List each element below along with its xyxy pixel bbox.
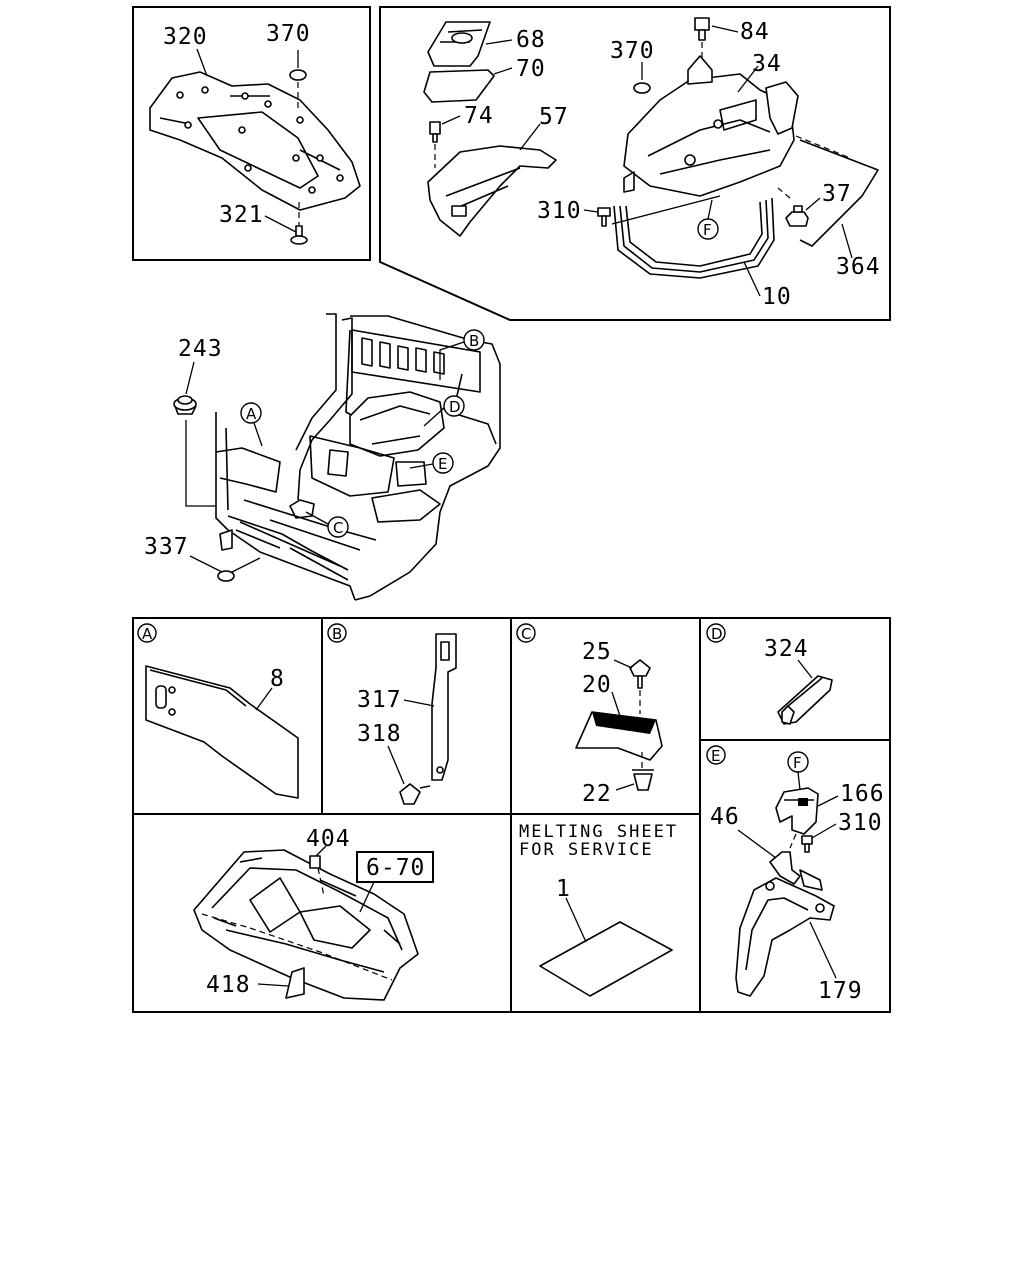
callout-25: 25 [582, 639, 612, 665]
part-1-melting-sheet [539, 921, 673, 997]
callout-46: 46 [710, 804, 740, 830]
cell-label-d: D [711, 625, 723, 643]
cell-label-circle-a [137, 623, 157, 643]
part-25-screw [629, 659, 651, 689]
boxed-ref-6-70-frame [356, 851, 434, 883]
ref-circle-e [432, 452, 454, 474]
part-310-bolt [597, 207, 611, 227]
callout-8: 8 [270, 666, 285, 692]
part-20-step-cover [575, 711, 663, 761]
callout-364: 364 [836, 254, 881, 280]
callout-34: 34 [752, 51, 782, 77]
ref-b: B [469, 332, 479, 350]
part-179-bracket [735, 877, 835, 997]
part-68-cover [427, 21, 491, 67]
part-84-bolt [694, 17, 710, 41]
callout-418: 418 [206, 972, 251, 998]
cell-label-b: B [332, 625, 342, 643]
part-22-clip [632, 769, 654, 791]
callout-166: 166 [840, 781, 885, 807]
callout-370-b: 370 [610, 38, 655, 64]
ref-circle-b [463, 329, 485, 351]
cell-label-circle-c [516, 623, 536, 643]
part-8-insulator [145, 665, 299, 799]
vehicle-floor-assembly [215, 313, 501, 601]
callout-320: 320 [163, 24, 208, 50]
ref-circle-d [443, 395, 465, 417]
note-melting-sheet: MELTING SHEET [519, 822, 678, 842]
callout-370: 370 [266, 21, 311, 47]
part-310-bolt-cell-e [801, 835, 813, 853]
part-321-bolt [290, 225, 308, 245]
callout-10: 10 [762, 284, 792, 310]
callout-243: 243 [178, 336, 223, 362]
part-320-floor-plate [149, 71, 361, 211]
callout-20: 20 [582, 672, 612, 698]
callout-22: 22 [582, 781, 612, 807]
part-74-bolt [429, 121, 441, 143]
callout-68: 68 [516, 27, 546, 53]
cell-label-e: E [711, 747, 720, 765]
part-404-fastener [309, 855, 321, 869]
callout-324: 324 [764, 636, 809, 662]
callout-321: 321 [219, 202, 264, 228]
cell-label-circle-b [327, 623, 347, 643]
part-364-rod [799, 139, 879, 247]
part-57-bracket [427, 145, 557, 237]
ref-f-cell-e: F [793, 754, 802, 772]
ref-circle-a [240, 402, 262, 424]
part-418-pad [285, 967, 305, 999]
ref-c: C [333, 519, 343, 537]
boxed-ref-6-70: 6-70 [366, 855, 425, 881]
part-370-plug-2 [633, 82, 651, 94]
callout-337: 337 [144, 534, 189, 560]
ref-f-top: F [703, 221, 712, 239]
cell-label-a: A [142, 625, 153, 643]
callout-317: 317 [357, 687, 402, 713]
callout-74: 74 [464, 103, 494, 129]
callout-1: 1 [556, 876, 571, 902]
part-370-plug [289, 69, 307, 81]
ref-e: E [438, 455, 447, 473]
part-318-clip [399, 783, 431, 805]
cell-label-c: C [521, 625, 531, 643]
callout-84: 84 [740, 19, 770, 45]
callout-57: 57 [539, 104, 569, 130]
part-317-strap [431, 633, 457, 781]
part-34-battery-tray [623, 55, 799, 197]
panel-top-right [379, 6, 891, 321]
cell-label-circle-d [706, 623, 726, 643]
note-for-service: FOR SERVICE [519, 840, 654, 860]
callout-310-b: 310 [838, 810, 883, 836]
ref-circle-c [327, 516, 349, 538]
cell-label-circle-e [706, 745, 726, 765]
part-337-plug [217, 570, 235, 582]
callout-179: 179 [818, 978, 863, 1004]
callout-70: 70 [516, 56, 546, 82]
callout-37: 37 [822, 181, 852, 207]
ref-a: A [246, 405, 257, 423]
part-243-grommet [173, 395, 197, 415]
panel-top-left [132, 6, 371, 261]
part-324-clip [777, 675, 833, 725]
ref-d: D [449, 398, 461, 416]
part-37-grommet [785, 205, 809, 227]
part-10-cable [613, 197, 775, 279]
callout-310: 310 [537, 198, 582, 224]
part-70-gasket [423, 69, 495, 103]
callout-404: 404 [306, 826, 351, 852]
part-46-stay [769, 851, 823, 891]
floor-mat-assembly [193, 849, 419, 1001]
callout-318: 318 [357, 721, 402, 747]
part-166-bracket [775, 787, 819, 835]
